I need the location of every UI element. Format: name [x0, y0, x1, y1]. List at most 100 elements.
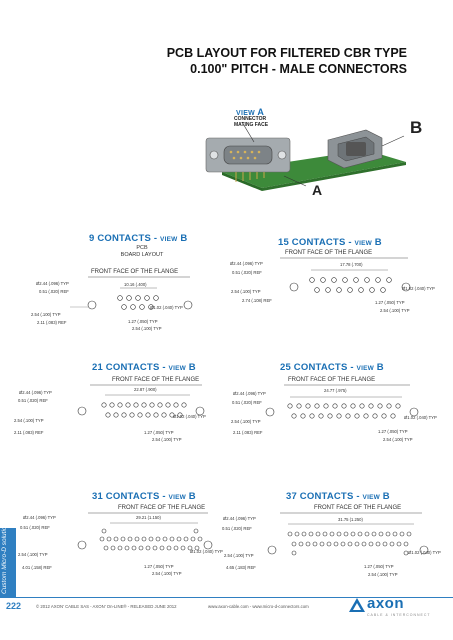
dim-pitch-1: 1.27 (.050) TYP: [144, 564, 174, 569]
section-title-text: 15 CONTACTS -: [278, 237, 355, 248]
dim-offset: 0.51 (.020) REF: [18, 398, 48, 403]
flange-label: FRONT FACE OF THE FLANGE: [118, 505, 206, 511]
pcb-label-line-1: PCB: [136, 245, 148, 251]
dim-ref: 2.11 (.083) REF: [233, 430, 263, 435]
section-title-text: 9 CONTACTS -: [89, 233, 161, 244]
pcb-label-line-2: BOARD LAYOUT: [120, 252, 164, 258]
view-a-label: VIEW A: [236, 107, 264, 117]
section-21-contacts: 21 CONTACTS - VIEW B FRONT FACE OF THE F…: [14, 357, 230, 487]
dim-pitch-1: 1.27 (.050) TYP: [378, 429, 408, 434]
dim-pitch-1: 1.27 (.050) TYP: [128, 319, 158, 324]
website-link[interactable]: www.axon-cable.com - www.micro-d-connect…: [208, 604, 309, 609]
section-title-letter: B: [382, 491, 390, 502]
dim-diameter: Ø2.44 (.096) TYP: [19, 390, 52, 395]
dim-hole: Ø1.02 (.040) TYP: [190, 549, 223, 554]
dim-span: 29.21 (1.150): [136, 515, 161, 520]
dim-pitch-1: 1.27 (.050) TYP: [375, 300, 405, 305]
label-b: B: [410, 118, 423, 137]
page-title: PCB LAYOUT FOR FILTERED CBR TYPE 0.100" …: [167, 45, 407, 77]
drill-layout: [267, 512, 429, 556]
dim-row: 2.54 (.100) TYP: [31, 312, 61, 317]
dim-hole: Ø1.02 (.040) TYP: [404, 415, 437, 420]
dim-pitch-1: 1.27 (.050) TYP: [144, 430, 174, 435]
section-title-view: VIEW: [168, 365, 186, 372]
pcb-layout-label: PCB BOARD LAYOUT: [102, 245, 182, 259]
pcb-tails: [235, 172, 265, 182]
dim-pitch-2: 2.54 (.100) TYP: [383, 437, 413, 442]
view-a-prefix: VIEW: [236, 110, 256, 117]
label-a: A: [312, 182, 323, 198]
section-title-text: 21 CONTACTS -: [92, 362, 169, 373]
dim-diameter: Ø2.44 (.096) TYP: [233, 391, 266, 396]
section-title-letter: B: [188, 362, 196, 373]
section-title-letter: B: [188, 491, 196, 502]
dim-diameter: Ø2.44 (.096) TYP: [223, 516, 256, 521]
section-9-contacts: 9 CONTACTS - VIEW B PCB BOARD LAYOUT FRO…: [31, 226, 220, 376]
mating-face-label: CONNECTOR MATING FACE: [234, 116, 268, 128]
dim-ref: 2.11 (.083) REF: [14, 430, 44, 435]
sidebar-label: Custom Micro-D solutions: [1, 519, 8, 594]
dim-pitch-1: 1.27 (.050) TYP: [364, 564, 394, 569]
view-a-letter: A: [257, 107, 265, 117]
drill-layout: [265, 384, 419, 419]
dim-pitch-2: 2.54 (.100) TYP: [380, 308, 410, 313]
dim-row: 2.54 (.100) TYP: [18, 552, 48, 557]
connector-figure: CONNECTOR MATING FACE B A: [196, 116, 436, 202]
dim-diameter: Ø2.44 (.096) TYP: [230, 261, 263, 266]
section-title-view: VIEW: [362, 494, 380, 501]
section-title: 25 CONTACTS - VIEW B: [280, 362, 384, 373]
connector-illustration: [205, 121, 406, 191]
dim-span: 17.78 (.700): [340, 262, 363, 267]
section-title-letter: B: [374, 237, 382, 248]
section-title-letter: B: [376, 362, 384, 373]
dim-pitch-2: 2.54 (.100) TYP: [368, 572, 398, 577]
section-15-contacts: 15 CONTACTS - VIEW B FRONT FACE OF THE F…: [228, 226, 448, 376]
section-31-contacts: 31 CONTACTS - VIEW B FRONT FACE OF THE F…: [18, 487, 230, 592]
sidebar-tab: Custom Micro-D solutions: [0, 520, 16, 598]
dim-span: 22.87 (.900): [134, 387, 157, 392]
dim-ref: 2.11 (.083) REF: [37, 320, 67, 325]
dim-diameter: Ø2.44 (.096) TYP: [23, 515, 56, 520]
section-title: 15 CONTACTS - VIEW B: [278, 237, 382, 248]
dim-ref: 4.01 (.158) REF: [22, 565, 52, 570]
dim-row: 2.54 (.100) TYP: [14, 418, 44, 423]
dim-span: 10.16 (.400): [124, 282, 147, 287]
section-title: 37 CONTACTS - VIEW B: [286, 491, 390, 502]
section-title-view: VIEW: [168, 494, 186, 501]
dim-pitch-2: 2.54 (.100) TYP: [152, 571, 182, 576]
dim-span: 31.75 (1.250): [338, 517, 363, 522]
axon-logo-icon: [349, 598, 365, 612]
dim-ref: 2.74 (.108) REF: [242, 298, 272, 303]
section-25-contacts: 25 CONTACTS - VIEW B FRONT FACE OF THE F…: [231, 357, 448, 487]
section-37-contacts: 37 CONTACTS - VIEW B FRONT FACE OF THE F…: [222, 487, 450, 592]
section-title-view: VIEW: [160, 236, 178, 243]
dim-offset: 0.51 (.020) REF: [222, 526, 252, 531]
flange-label: FRONT FACE OF THE FLANGE: [285, 250, 373, 256]
page-number: 222: [6, 601, 22, 611]
connector-pins: [229, 150, 261, 160]
drill-layout: [70, 276, 193, 310]
section-title-letter: B: [180, 233, 188, 244]
dim-pitch-2: 2.54 (.100) TYP: [132, 326, 162, 331]
dim-ref: 4.65 (.183) REF: [226, 565, 256, 570]
dim-offset: 0.51 (.020) REF: [20, 525, 50, 530]
dim-row: 2.54 (.100) TYP: [231, 419, 261, 424]
dim-hole: Ø1.02 (.040) TYP: [402, 286, 435, 291]
dim-hole: Ø1.02 (.040) TYP: [150, 305, 183, 310]
drill-layout: [280, 257, 411, 293]
flange-label: FRONT FACE OF THE FLANGE: [314, 505, 402, 511]
section-title-text: 25 CONTACTS -: [280, 362, 357, 373]
drill-layout: [77, 512, 213, 551]
dim-offset: 0.51 (.020) REF: [39, 289, 69, 294]
flange-label: FRONT FACE OF THE FLANGE: [288, 377, 376, 383]
footer-divider: [0, 597, 453, 598]
dim-offset: 0.51 (.020) REF: [232, 270, 262, 275]
dim-hole: Ø1.02 (.040) TYP: [173, 414, 206, 419]
copyright-text: © 2012 AXON' CABLE SAS - AXON' On-LINE® …: [36, 604, 177, 609]
section-title-text: 37 CONTACTS -: [286, 491, 363, 502]
section-title-view: VIEW: [356, 365, 374, 372]
dim-row: 2.54 (.100) TYP: [231, 289, 261, 294]
flange-label: FRONT FACE OF THE FLANGE: [91, 269, 179, 275]
section-title: 31 CONTACTS - VIEW B: [92, 491, 196, 502]
dim-span: 24.77 (.975): [324, 388, 347, 393]
